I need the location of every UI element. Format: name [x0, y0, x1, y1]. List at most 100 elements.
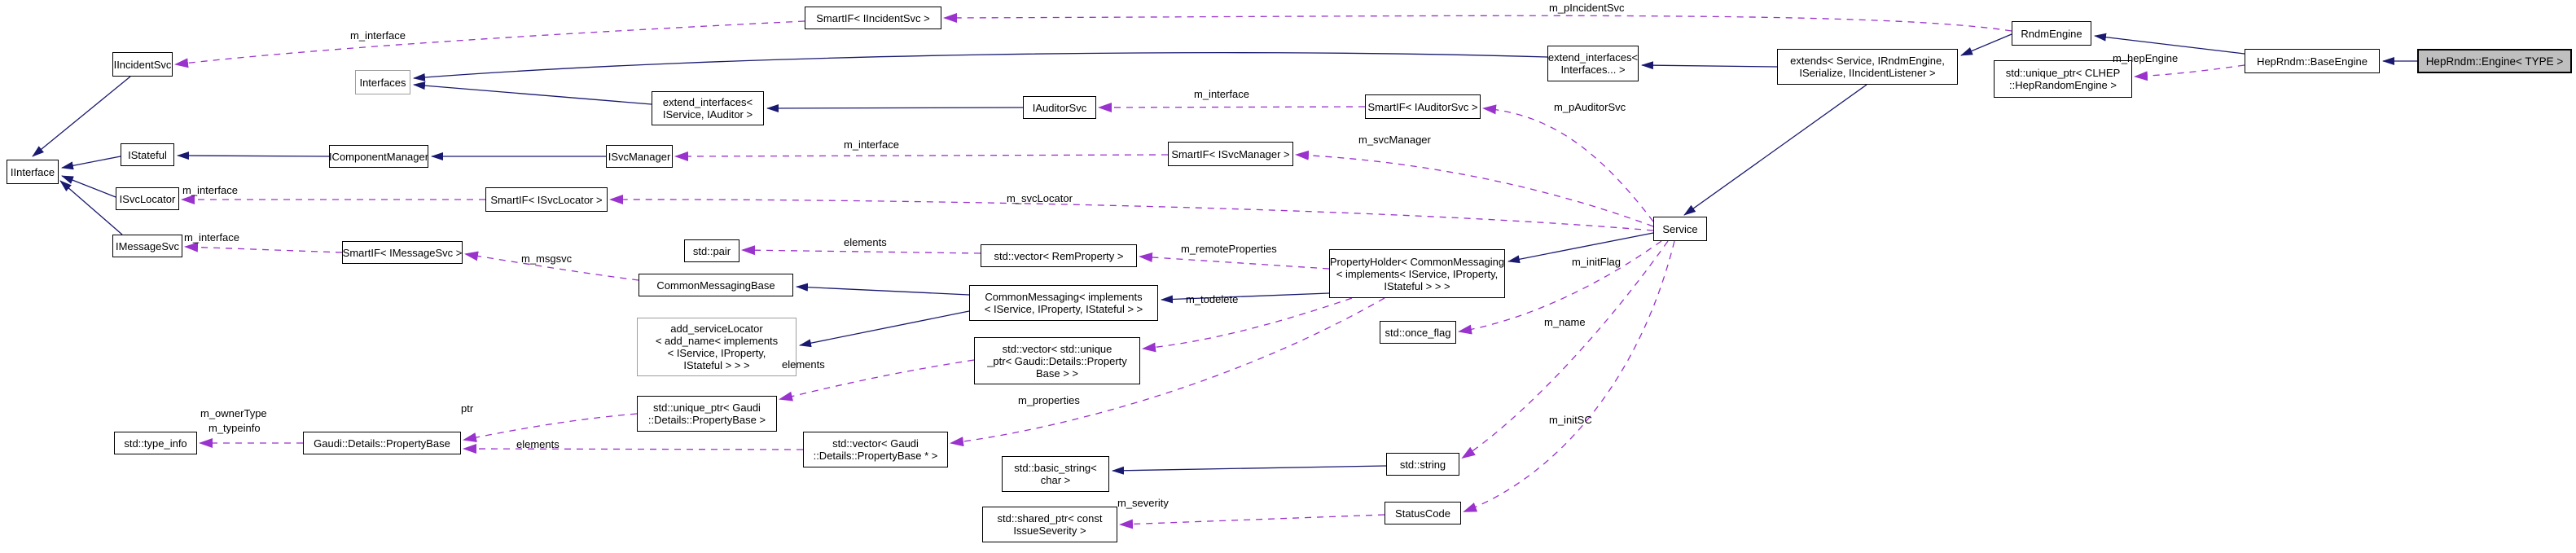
- node-heprndm-baseengine[interactable]: HepRndm::BaseEngine: [2245, 49, 2380, 73]
- edge-label-m_typeinfo: m_typeinfo: [208, 422, 261, 434]
- node-iincidentsvc[interactable]: IIncidentSvc: [112, 52, 173, 77]
- node-label-line: std::once_flag: [1385, 326, 1451, 339]
- node-label-line: ::Details::PropertyBase >: [647, 414, 766, 426]
- node-extend-interfaces-variadic[interactable]: extend_interfaces<Interfaces... >: [1547, 46, 1639, 81]
- member-edge-22: [1482, 104, 1654, 222]
- edge-label-elements: elements: [844, 236, 887, 248]
- edge-label-m_name: m_name: [1544, 316, 1586, 328]
- member-edge-27: [184, 242, 343, 253]
- node-label-line: SmartIF< ISvcLocator >: [490, 193, 603, 206]
- node-std-type-info[interactable]: std::type_info: [114, 432, 197, 454]
- node-vector-remproperty[interactable]: std::vector< RemProperty >: [981, 244, 1137, 267]
- inheritance-edge-6: [413, 81, 652, 105]
- node-std-once-flag[interactable]: std::once_flag: [1380, 321, 1456, 344]
- node-add-servicelocator: add_serviceLocator< add_name< implements…: [637, 318, 796, 376]
- node-label-line: std::vector< RemProperty >: [994, 249, 1124, 262]
- node-commonmessaging[interactable]: CommonMessaging< implements< IService, I…: [969, 285, 1158, 321]
- edge-label-elements: elements: [516, 438, 560, 450]
- node-label-line: std::pair: [692, 244, 731, 257]
- node-statuscode[interactable]: StatusCode: [1385, 502, 1461, 524]
- node-label-line: ISvcManager: [608, 150, 671, 163]
- member-edge-38: [1461, 240, 1669, 459]
- inheritance-edge-2: [61, 175, 116, 198]
- node-label-line: IInterface: [10, 165, 55, 178]
- node-vector-uniqueptr-propertybase[interactable]: std::vector< std::unique_ptr< Gaudi::Det…: [974, 337, 1140, 384]
- node-vector-propertybase-ptr[interactable]: std::vector< Gaudi::Details::PropertyBas…: [803, 432, 948, 467]
- node-label-line: Gaudi::Details::PropertyBase: [314, 437, 450, 450]
- edge-label-m_interface: m_interface: [844, 138, 899, 151]
- node-smartif-isvclocator[interactable]: SmartIF< ISvcLocator >: [485, 187, 608, 212]
- node-isvclocator[interactable]: ISvcLocator: [116, 187, 179, 210]
- node-icomponentmanager[interactable]: IComponentManager: [329, 145, 428, 168]
- node-std-string[interactable]: std::string: [1386, 453, 1459, 476]
- node-rndmengine[interactable]: RndmEngine: [2012, 21, 2091, 46]
- inheritance-edge-7: [413, 52, 1548, 81]
- member-edge-30: [1139, 252, 1330, 270]
- node-label-line: < IService, IProperty, IStateful > >: [984, 303, 1143, 315]
- edge-label-m_interface: m_interface: [1194, 88, 1249, 100]
- node-label-line: IMessageSvc: [115, 239, 180, 252]
- member-edge-35: [463, 444, 804, 454]
- node-commonmessagingbase[interactable]: CommonMessagingBase: [639, 274, 793, 296]
- member-edge-26: [609, 194, 1654, 231]
- node-label-line: std::type_info: [124, 437, 187, 450]
- node-label-line: extend_interfaces<: [1547, 51, 1639, 64]
- node-label-line: IComponentManager: [328, 150, 429, 163]
- node-service[interactable]: Service: [1653, 217, 1707, 241]
- node-label-line: std::unique_ptr< CLHEP: [2005, 67, 2121, 79]
- node-istateful[interactable]: IStateful: [121, 143, 174, 166]
- node-label-line: < add_name< implements: [655, 335, 779, 347]
- member-edge-21: [1098, 102, 1366, 112]
- node-label-line: IssueSeverity >: [1013, 524, 1086, 537]
- node-label-line: ::Details::PropertyBase * >: [813, 450, 938, 462]
- edge-label-ptr: ptr: [461, 402, 474, 415]
- edge-label-m_pIncidentSvc: m_pIncidentSvc: [1549, 2, 1625, 14]
- node-label-line: SmartIF< IAuditorSvc >: [1367, 100, 1478, 113]
- node-extends-service-irndmengine[interactable]: extends< Service, IRndmEngine,ISerialize…: [1777, 49, 1958, 85]
- node-uniqueptr-clhep-heprandomengine[interactable]: std::unique_ptr< CLHEP::HepRandomEngine …: [1994, 60, 2132, 98]
- node-label-line: SmartIF< IMessageSvc >: [342, 246, 463, 259]
- node-imessagesvc[interactable]: IMessageSvc: [112, 235, 182, 257]
- inheritance-edge-9: [1641, 61, 1778, 70]
- member-edge-31: [1142, 297, 1353, 353]
- node-label-line: PropertyHolder< CommonMessaging: [1329, 255, 1505, 268]
- node-label-line: std::vector< Gaudi: [832, 437, 919, 450]
- node-isvcmanager[interactable]: ISvcManager: [606, 145, 673, 168]
- node-smartif-isvcmanager[interactable]: SmartIF< ISvcManager >: [1168, 142, 1293, 166]
- node-label-line: Interfaces... >: [1560, 64, 1626, 76]
- edge-label-m_hepEngine: m_hepEngine: [2113, 52, 2179, 64]
- node-iinterface[interactable]: IInterface: [7, 160, 59, 184]
- node-label-line: add_serviceLocator: [670, 323, 763, 335]
- node-label-line: std::basic_string<: [1014, 462, 1097, 474]
- node-extend-interfaces-iservice-iauditor[interactable]: extend_interfaces<IService, IAuditor >: [652, 91, 764, 125]
- node-iauditorsvc[interactable]: IAuditorSvc: [1023, 96, 1096, 119]
- inheritance-edge-13: [1161, 292, 1330, 304]
- node-propertyholder[interactable]: PropertyHolder< CommonMessaging< impleme…: [1329, 249, 1505, 298]
- node-label-line: RndmEngine: [2021, 27, 2082, 40]
- node-heprndm-engine-type: HepRndm::Engine< TYPE >: [2417, 49, 2572, 73]
- node-label-line: IAuditorSvc: [1032, 101, 1087, 114]
- node-label-line: ::HepRandomEngine >: [2009, 79, 2117, 91]
- edge-label-m_remoteProperties: m_remoteProperties: [1181, 243, 1277, 255]
- node-label-line: extends< Service, IRndmEngine,: [1790, 55, 1945, 67]
- node-label-line: std::shared_ptr< const: [997, 512, 1103, 524]
- node-std-basic-string[interactable]: std::basic_string<char >: [1002, 456, 1109, 492]
- member-edge-40: [1119, 514, 1385, 529]
- node-label-line: char >: [1040, 474, 1071, 486]
- node-label-line: IIncidentSvc: [113, 58, 172, 71]
- node-gaudi-details-propertybase[interactable]: Gaudi::Details::PropertyBase: [303, 432, 461, 454]
- edge-label-m_interface: m_interface: [184, 231, 239, 244]
- edge-label-m_msgsvc: m_msgsvc: [521, 252, 573, 265]
- node-uniqueptr-propertybase[interactable]: std::unique_ptr< Gaudi::Details::Propert…: [637, 396, 777, 432]
- node-std-pair[interactable]: std::pair: [684, 239, 739, 262]
- node-smartif-imessagesvc[interactable]: SmartIF< IMessageSvc >: [342, 241, 463, 264]
- node-label-line: IStateful: [128, 148, 167, 161]
- inheritance-edge-3: [59, 180, 123, 235]
- edge-label-m_svcManager: m_svcManager: [1358, 134, 1431, 146]
- node-smartif-iauditorsvc[interactable]: SmartIF< IAuditorSvc >: [1365, 94, 1481, 119]
- node-label-line: CommonMessaging< implements: [985, 291, 1143, 303]
- node-interfaces: Interfaces: [355, 70, 410, 94]
- node-smartif-iincidentsvc[interactable]: SmartIF< IIncidentSvc >: [805, 7, 941, 29]
- inheritance-edge-11: [1683, 84, 1867, 216]
